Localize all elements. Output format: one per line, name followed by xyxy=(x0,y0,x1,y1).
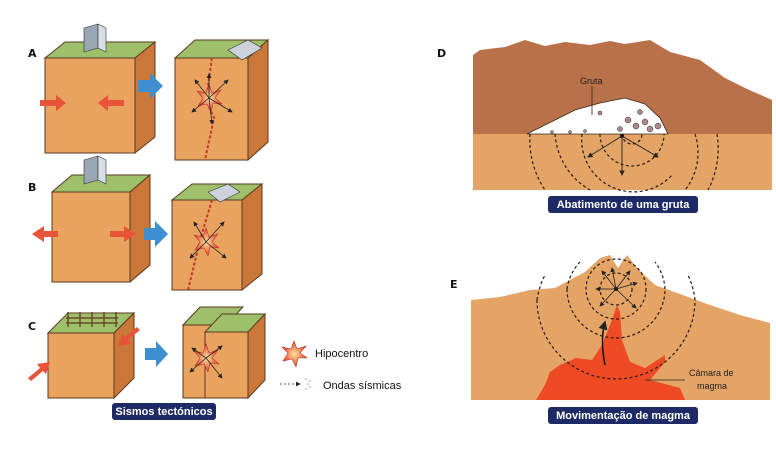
compression-arrow-right xyxy=(98,95,124,111)
fence-icon xyxy=(66,312,118,327)
panel-c-faulted-block xyxy=(181,306,267,400)
magma-rise-arrow xyxy=(598,320,608,366)
panel-c-label: C xyxy=(28,320,36,333)
panel-b-faulted-block xyxy=(170,182,264,292)
magma-caption: Movimentação de magma xyxy=(556,410,691,422)
shear-arrow-left xyxy=(28,362,50,381)
legend-hypocenter-label: Hipocentro xyxy=(315,348,368,360)
cave-caption: Abatimento de uma gruta xyxy=(557,199,691,211)
panel-c-intact-block xyxy=(28,311,140,400)
transition-arrow-a xyxy=(138,73,163,99)
building-icon xyxy=(83,155,107,185)
transition-arrow-c xyxy=(145,341,168,367)
collapsed-building-icon xyxy=(227,39,263,61)
panel-d-label: D xyxy=(437,47,446,60)
panel-b-label: B xyxy=(28,181,36,194)
panel-e-label: E xyxy=(450,278,458,291)
magma-chamber xyxy=(536,305,685,400)
panel-b-intact-block xyxy=(32,155,152,284)
magma-movement-diagram: Câmara de magma xyxy=(471,255,770,400)
tectonic-caption: Sismos tectónicos xyxy=(115,406,212,418)
magma-caption-box xyxy=(548,407,698,424)
panel-a-intact-block xyxy=(40,23,157,155)
legend-waves-label: Ondas sísmicas xyxy=(323,380,402,392)
panel-a-faulted-block xyxy=(173,38,270,162)
collapsed-building-icon xyxy=(207,183,241,203)
tension-arrow-left xyxy=(32,226,58,242)
compression-arrow-left xyxy=(40,95,66,111)
cave-caption-box xyxy=(548,196,698,213)
cave-label: Gruta xyxy=(580,76,603,86)
seismic-waves-legend-icon xyxy=(280,378,311,390)
transition-arrow-b xyxy=(144,221,168,247)
cave-collapse-diagram: Gruta xyxy=(473,40,772,193)
shear-arrow-right xyxy=(118,327,140,346)
building-icon xyxy=(83,23,107,53)
magma-chamber-label-line2: magma xyxy=(697,381,727,391)
tension-arrow-right xyxy=(110,226,136,242)
panel-a-label: A xyxy=(28,47,37,60)
hypocenter-legend-icon xyxy=(281,340,308,368)
tectonic-caption-box xyxy=(112,403,216,420)
magma-chamber-label-line1: Câmara de xyxy=(689,368,734,378)
